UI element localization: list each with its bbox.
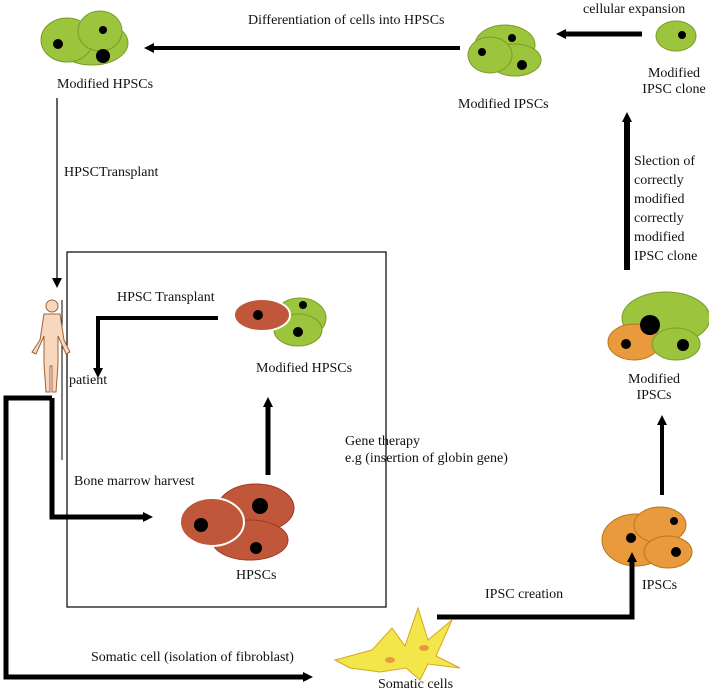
cellular-expansion-label: cellular expansion — [583, 2, 686, 17]
cell-cluster-icon-modified-hpscs-inner — [233, 297, 327, 347]
patient-label: patient — [69, 373, 108, 388]
modified-ipsc-clone-label: Modified IPSC clone — [634, 66, 709, 98]
selection-line6: IPSC clone — [634, 249, 698, 264]
human-figure-icon — [31, 299, 71, 393]
selection-line5: modified — [634, 230, 685, 245]
hospital-box — [66, 251, 387, 608]
modified-ipsc-clone-line1: Modified — [647, 66, 701, 81]
gene-therapy-line1: Gene therapy — [345, 434, 421, 449]
modified-ipscs-right-line1: Modified — [627, 372, 681, 387]
differentiation-label: Differentiation of cells into HPSCs — [248, 13, 445, 28]
cell-cluster-icon-modified-ipscs-top — [467, 24, 542, 77]
modified-hpscs-top-label: Modified HPSCs — [57, 77, 154, 92]
cell-cluster-icon-somatic-cells — [333, 606, 461, 681]
modified-hpscs-inner-label: Modified HPSCs — [256, 361, 353, 376]
gene-therapy-label: Gene therapy e.g (insertion of globin ge… — [345, 433, 508, 467]
selection-line2: correctly — [634, 173, 684, 188]
cell-cluster-icon-hpscs — [179, 483, 295, 561]
hpscs-label: HPSCs — [236, 568, 277, 583]
gene-therapy-line2: e.g (insertion of globin gene) — [345, 451, 508, 466]
hpsc-transplant-inner-label: HPSC Transplant — [117, 290, 215, 305]
hpsc-transplant-top-label: HPSCTransplant — [64, 165, 159, 180]
modified-ipscs-top-label: Modified IPSCs — [458, 97, 549, 112]
cell-cluster-icon-modified-ipscs-right — [607, 291, 709, 361]
selection-label: Slection of correctly modified correctly… — [634, 152, 697, 266]
cell-icon-modified-ipsc-clone — [655, 20, 697, 52]
ipscs-label: IPSCs — [642, 578, 678, 593]
somatic-cells-label: Somatic cells — [378, 677, 454, 692]
modified-ipscs-right-line2: IPSCs — [636, 388, 672, 403]
ipsc-creation-label: IPSC creation — [485, 587, 564, 602]
cell-cluster-icon-modified-hpscs-top — [40, 10, 129, 66]
selection-line4: correctly — [634, 211, 684, 226]
modified-ipsc-clone-line2: IPSC clone — [642, 82, 706, 97]
selection-line3: modified — [634, 192, 685, 207]
modified-ipscs-right-label: Modified IPSCs — [614, 372, 694, 404]
bone-marrow-harvest-label: Bone marrow harvest — [74, 474, 195, 489]
cell-cluster-icon-ipscs — [601, 506, 693, 569]
somatic-cell-isolation-label: Somatic cell (isolation of fibroblast) — [91, 650, 294, 665]
selection-line1: Slection of — [634, 154, 696, 169]
